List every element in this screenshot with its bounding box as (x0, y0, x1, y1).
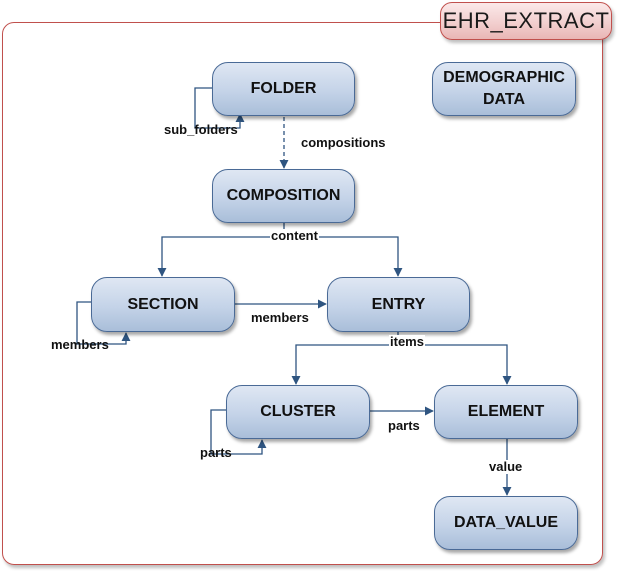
compositions-label: compositions (300, 135, 387, 150)
section-members-connector (76, 301, 131, 345)
section-entry-members-label: members (251, 310, 309, 325)
content-label: content (270, 228, 319, 243)
composition-node[interactable]: COMPOSITION (212, 169, 355, 223)
cluster-parts-label: parts (200, 445, 232, 460)
ehr-extract-frame (2, 22, 603, 565)
entry-node[interactable]: ENTRY (327, 277, 470, 332)
items-connector-element (398, 344, 512, 385)
items-connector-cluster (291, 332, 399, 385)
section-node[interactable]: SECTION (91, 277, 235, 332)
content-connector-entry (284, 236, 403, 277)
content-connector-section (157, 222, 285, 277)
items-label: items (389, 334, 425, 349)
sub-folders-label: sub_folders (164, 122, 238, 137)
sub-folders-connector (194, 87, 245, 129)
element-node[interactable]: ELEMENT (434, 385, 578, 439)
ehr-extract-title: EHR_EXTRACT (440, 2, 612, 40)
value-label: value (488, 459, 524, 474)
cluster-node[interactable]: CLUSTER (226, 385, 370, 439)
demographic-data-node[interactable]: DEMOGRAPHIC DATA (432, 62, 576, 116)
folder-node[interactable]: FOLDER (212, 62, 355, 116)
data-value-node[interactable]: DATA_VALUE (434, 496, 578, 550)
cluster-element-parts-label: parts (388, 418, 420, 433)
cluster-parts-connector (210, 409, 267, 455)
section-members-label: members (51, 337, 109, 352)
